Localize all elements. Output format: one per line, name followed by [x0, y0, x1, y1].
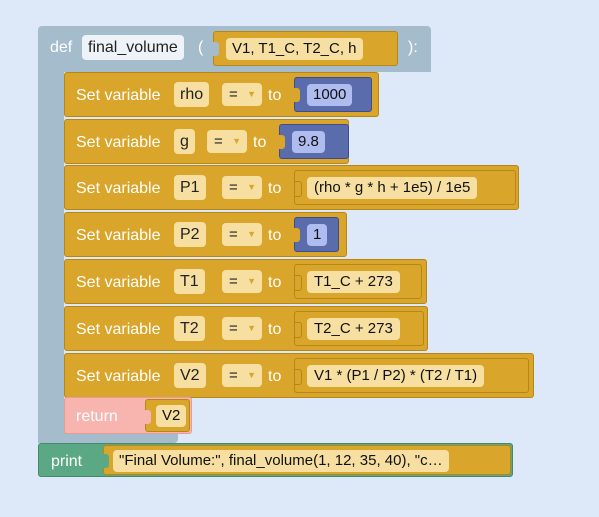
operator-dropdown[interactable]: =▼	[222, 223, 262, 246]
variable-field-P1[interactable]: P1	[174, 175, 206, 200]
operator-dropdown[interactable]: =▼	[222, 83, 262, 106]
expression-block[interactable]: (rho * g * h + 1e5) / 1e5	[294, 170, 516, 205]
expression-value-field[interactable]: V1 * (P1 / P2) * (T2 / T1)	[307, 365, 485, 387]
to-label: to	[268, 368, 282, 385]
number-value-field[interactable]: 9.8	[292, 131, 325, 153]
open-paren: (	[198, 39, 204, 56]
operator-symbol: =	[229, 273, 238, 290]
operator-dropdown[interactable]: =▼	[222, 270, 262, 293]
socket-connector	[294, 181, 302, 197]
expression-block[interactable]: T2_C + 273	[294, 311, 424, 346]
set-variable-label: Set variable	[76, 274, 161, 291]
variable-field-V2[interactable]: V2	[174, 363, 206, 388]
set-variable-label: Set variable	[76, 87, 161, 104]
operator-dropdown[interactable]: =▼	[222, 317, 262, 340]
params-connector	[213, 42, 219, 56]
def-keyword: def	[50, 39, 73, 56]
dropdown-caret-icon: ▼	[232, 136, 241, 146]
socket-connector	[294, 88, 300, 102]
variable-field-T2[interactable]: T2	[174, 316, 205, 341]
operator-symbol: =	[229, 86, 238, 103]
variable-field-T1[interactable]: T1	[174, 269, 205, 294]
socket-connector	[294, 322, 302, 338]
dropdown-caret-icon: ▼	[247, 229, 256, 239]
set-variable-label: Set variable	[76, 321, 161, 338]
params-block[interactable]: V1, T1_C, T2_C, h	[213, 31, 398, 66]
number-block[interactable]: 9.8	[279, 124, 349, 159]
set-variable-label: Set variable	[76, 227, 161, 244]
to-label: to	[268, 227, 282, 244]
to-label: to	[268, 274, 282, 291]
expression-block[interactable]: V1 * (P1 / P2) * (T2 / T1)	[294, 358, 529, 393]
variable-field-rho[interactable]: rho	[174, 82, 210, 107]
to-label: to	[268, 180, 282, 197]
close-paren: ):	[408, 39, 418, 56]
set-variable-block-V2[interactable]: Set variable V2 =▼ to V1 * (P1 / P2) * (…	[64, 353, 534, 398]
socket-connector	[294, 228, 300, 242]
operator-symbol: =	[214, 133, 223, 150]
set-variable-block-P2[interactable]: Set variable P2 =▼ to 1	[64, 212, 347, 257]
expression-value-field[interactable]: T2_C + 273	[307, 318, 400, 340]
print-label: print	[51, 453, 83, 470]
return-label: return	[76, 408, 118, 425]
number-value-field[interactable]: 1	[307, 224, 328, 246]
print-block[interactable]: print "Final Volume:", final_volume(1, 1…	[38, 443, 513, 477]
set-variable-label: Set variable	[76, 368, 161, 385]
print-value-field[interactable]: "Final Volume:", final_volume(1, 12, 35,…	[113, 450, 449, 472]
to-label: to	[268, 321, 282, 338]
expression-value-field[interactable]: T1_C + 273	[307, 271, 400, 293]
socket-connector	[145, 410, 151, 424]
variable-field-g[interactable]: g	[174, 129, 195, 154]
set-variable-block-rho[interactable]: Set variable rho =▼ to 1000	[64, 72, 379, 117]
set-variable-label: Set variable	[76, 134, 161, 151]
function-name-field[interactable]: final_volume	[82, 35, 184, 60]
dropdown-caret-icon: ▼	[247, 276, 256, 286]
return-value-field[interactable]: V2	[156, 405, 187, 427]
dropdown-caret-icon: ▼	[247, 370, 256, 380]
print-value-block[interactable]: "Final Volume:", final_volume(1, 12, 35,…	[103, 445, 511, 475]
dropdown-caret-icon: ▼	[247, 182, 256, 192]
return-block[interactable]: return V2	[64, 397, 192, 434]
operator-symbol: =	[229, 226, 238, 243]
operator-symbol: =	[229, 320, 238, 337]
function-body-stem	[38, 70, 64, 443]
dropdown-caret-icon: ▼	[247, 323, 256, 333]
to-label: to	[253, 134, 267, 151]
dropdown-caret-icon: ▼	[247, 89, 256, 99]
function-def-block[interactable]: def final_volume ( V1, T1_C, T2_C, h ):	[38, 26, 431, 72]
socket-connector	[294, 369, 302, 385]
expression-value-field[interactable]: (rho * g * h + 1e5) / 1e5	[307, 177, 478, 199]
set-variable-block-g[interactable]: Set variable g =▼ to 9.8	[64, 119, 349, 164]
to-label: to	[268, 87, 282, 104]
set-variable-block-T2[interactable]: Set variable T2 =▼ to T2_C + 273	[64, 306, 428, 351]
operator-symbol: =	[229, 179, 238, 196]
variable-field-P2[interactable]: P2	[174, 222, 206, 247]
number-value-field[interactable]: 1000	[307, 84, 353, 106]
socket-connector	[294, 275, 302, 291]
number-block[interactable]: 1000	[294, 77, 372, 112]
operator-dropdown[interactable]: =▼	[222, 176, 262, 199]
return-value-block[interactable]: V2	[145, 399, 190, 432]
set-variable-block-T1[interactable]: Set variable T1 =▼ to T1_C + 273	[64, 259, 427, 304]
socket-connector	[103, 454, 109, 468]
operator-dropdown[interactable]: =▼	[207, 130, 247, 153]
set-variable-label: Set variable	[76, 180, 161, 197]
operator-symbol: =	[229, 367, 238, 384]
socket-connector	[279, 135, 285, 149]
params-field[interactable]: V1, T1_C, T2_C, h	[226, 38, 363, 60]
number-block[interactable]: 1	[294, 217, 339, 252]
set-variable-block-P1[interactable]: Set variable P1 =▼ to (rho * g * h + 1e5…	[64, 165, 519, 210]
expression-block[interactable]: T1_C + 273	[294, 264, 422, 299]
operator-dropdown[interactable]: =▼	[222, 364, 262, 387]
